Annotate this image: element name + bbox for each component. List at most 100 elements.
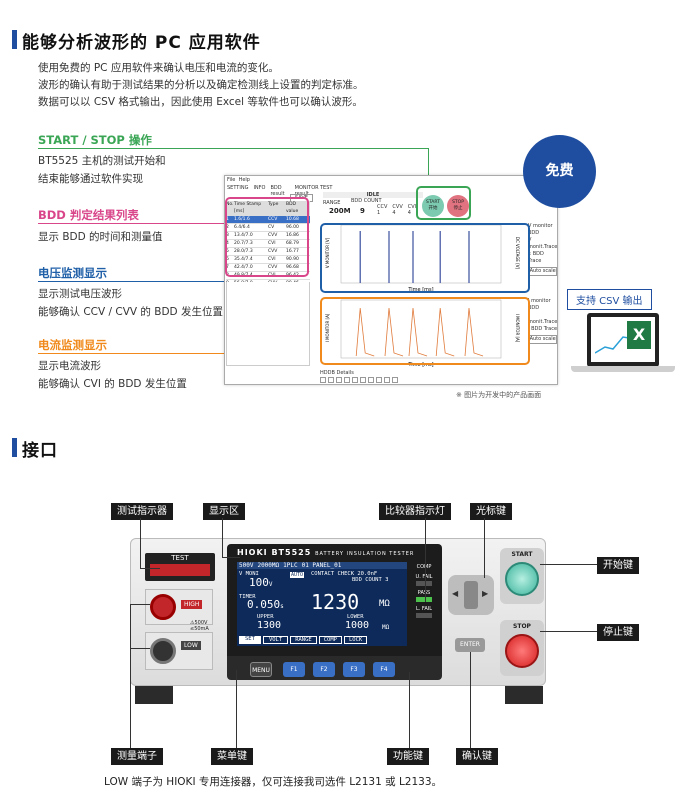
legend-i-monitor[interactable]: I monitor bbox=[528, 298, 551, 304]
software-window: File Help SETTING INFO BDD result MONITO… bbox=[224, 175, 558, 385]
tab-info[interactable]: INFO bbox=[253, 185, 266, 191]
menu-file[interactable]: File bbox=[227, 177, 236, 183]
table-row[interactable]: 5 28.0/7.3 CVV 16.77 bbox=[226, 248, 310, 256]
f1-key[interactable]: F1 bbox=[283, 662, 305, 677]
legend-i-trace[interactable]: I monit.Trace bbox=[528, 312, 558, 325]
section-title-interface: 接口 bbox=[12, 436, 58, 461]
high-terminal-panel: HIGH bbox=[145, 589, 213, 625]
high-terminal[interactable] bbox=[150, 594, 176, 620]
menu-key[interactable]: MENU bbox=[250, 662, 272, 677]
table-cell: CVV bbox=[268, 249, 278, 254]
note: LOW 端子为 HIOKI 专用连接器，仅可连接我司选件 L2131 或 L21… bbox=[104, 776, 443, 788]
table-cell: 5 bbox=[226, 249, 229, 254]
callout-stop-key: 停止键 bbox=[597, 624, 639, 641]
table-cell: CVI bbox=[268, 257, 276, 262]
legend-v-trace[interactable]: V monit.Trace bbox=[528, 237, 558, 250]
table-cell: 6 bbox=[226, 257, 229, 262]
idle-status: IDLE bbox=[323, 192, 423, 198]
current-xlabel: Time [ms] bbox=[407, 362, 433, 368]
leader-line-pink bbox=[38, 223, 226, 224]
callout-start-key: 开始键 bbox=[597, 557, 639, 574]
feature-current-label: 电流监测显示 bbox=[38, 338, 107, 352]
table-cell: 68.79 bbox=[286, 241, 299, 246]
feature-voltage-label: 电压监测显示 bbox=[38, 266, 107, 280]
table-cell: 10.68 bbox=[286, 217, 299, 222]
table-cell: 16.77 bbox=[286, 249, 299, 254]
legend-v-monitor[interactable]: V monitor bbox=[528, 223, 553, 229]
f3-key[interactable]: F3 bbox=[343, 662, 365, 677]
legend-v-bdd-trace[interactable]: I: BDD Trace bbox=[528, 251, 544, 264]
table-cell: 1 bbox=[226, 217, 229, 222]
voltage-ylabel: V MONITOR [V] bbox=[325, 237, 330, 268]
f2-key[interactable]: F2 bbox=[313, 662, 335, 677]
table-cell: CV bbox=[268, 225, 275, 230]
legend-i-bdd-trace[interactable]: I BDD Trace bbox=[528, 326, 558, 332]
free-badge: 免费 bbox=[523, 135, 596, 208]
leader-line-green bbox=[38, 148, 428, 149]
high-label: HIGH bbox=[181, 600, 203, 609]
tab-bdd-result[interactable]: BDD result bbox=[270, 185, 285, 197]
table-cell: 2 bbox=[226, 225, 229, 230]
foot-left bbox=[135, 686, 173, 704]
main-value: 1230 bbox=[311, 590, 360, 614]
low-terminal[interactable] bbox=[150, 638, 176, 664]
table-cell: 80.46 bbox=[286, 280, 308, 282]
table-cell: CVI bbox=[268, 241, 276, 246]
voltage-chart: Time [ms] V MONITOR [V] DC VOLTAGE [V] bbox=[325, 224, 520, 293]
start-key[interactable] bbox=[505, 562, 539, 596]
feature-bdd-label: BDD 判定结果列表 bbox=[38, 208, 139, 222]
page-buttons bbox=[320, 377, 398, 383]
table-cell: 13.4/7.0 bbox=[234, 233, 253, 238]
callout-line-enter bbox=[470, 652, 471, 748]
legend-v-bdd[interactable]: BDD bbox=[528, 230, 540, 236]
enter-key[interactable]: ENTER bbox=[455, 638, 485, 652]
table-cell: 3 bbox=[226, 233, 229, 238]
tab-setting[interactable]: SETTING bbox=[227, 185, 249, 191]
callout-comp-light: 比较器指示灯 bbox=[379, 503, 451, 520]
feature-current-desc: 显示电流波形能够确认 CVI 的 BDD 发生位置 bbox=[38, 360, 187, 390]
cursor-key[interactable]: ◀ ▶ bbox=[448, 575, 494, 615]
table-blank-area bbox=[226, 282, 310, 366]
table-cell: 16.86 bbox=[286, 233, 299, 238]
lcd-menu: SET VOLT RANGE COMP LOCK bbox=[239, 636, 368, 644]
legend-i-bdd[interactable]: BDD bbox=[528, 305, 540, 311]
table-cell: Time Stamp [ms] bbox=[234, 202, 262, 214]
bdd-count-value: 9 bbox=[360, 207, 365, 215]
current-chart: Time [ms] I MONITOR [A] I MONITOR [A] bbox=[325, 299, 520, 368]
callout-enter-key: 确认键 bbox=[456, 748, 498, 765]
table-cell: CVV bbox=[268, 265, 278, 270]
table-row[interactable]: 956.8/7.0CVV80.46 bbox=[226, 280, 310, 282]
excel-icon: X bbox=[627, 321, 651, 349]
table-cell: No. bbox=[226, 202, 234, 207]
leader-line-orange bbox=[38, 353, 320, 354]
callout-line-stop bbox=[540, 631, 597, 632]
table-cell: 42.4/7.0 bbox=[234, 265, 253, 270]
low-label: LOW bbox=[181, 641, 201, 650]
callout-display: 显示区 bbox=[203, 503, 245, 520]
current-autoscale-button[interactable]: Auto scale bbox=[528, 335, 558, 344]
intro-text: 使用免费的 PC 应用软件来确认电压和电流的变化。 波形的确认有助于测试结果的分… bbox=[38, 62, 364, 108]
table-cell: 28.0/7.3 bbox=[234, 249, 253, 254]
stop-key[interactable] bbox=[505, 634, 539, 668]
highlight-start-stop bbox=[416, 186, 471, 220]
f4-key[interactable]: F4 bbox=[373, 662, 395, 677]
callout-line-func bbox=[409, 672, 410, 748]
callout-line-cursor bbox=[484, 518, 485, 578]
menu-help[interactable]: Help bbox=[238, 177, 250, 183]
callout-line-terminal-h1 bbox=[130, 604, 150, 605]
leader-line-blue bbox=[38, 281, 320, 282]
current-y2label: I MONITOR [A] bbox=[515, 314, 520, 343]
voltage-autoscale-button[interactable]: Auto scale bbox=[528, 267, 558, 276]
current-spikes bbox=[355, 307, 484, 357]
bdd-count-label: BDD COUNT bbox=[351, 198, 382, 204]
